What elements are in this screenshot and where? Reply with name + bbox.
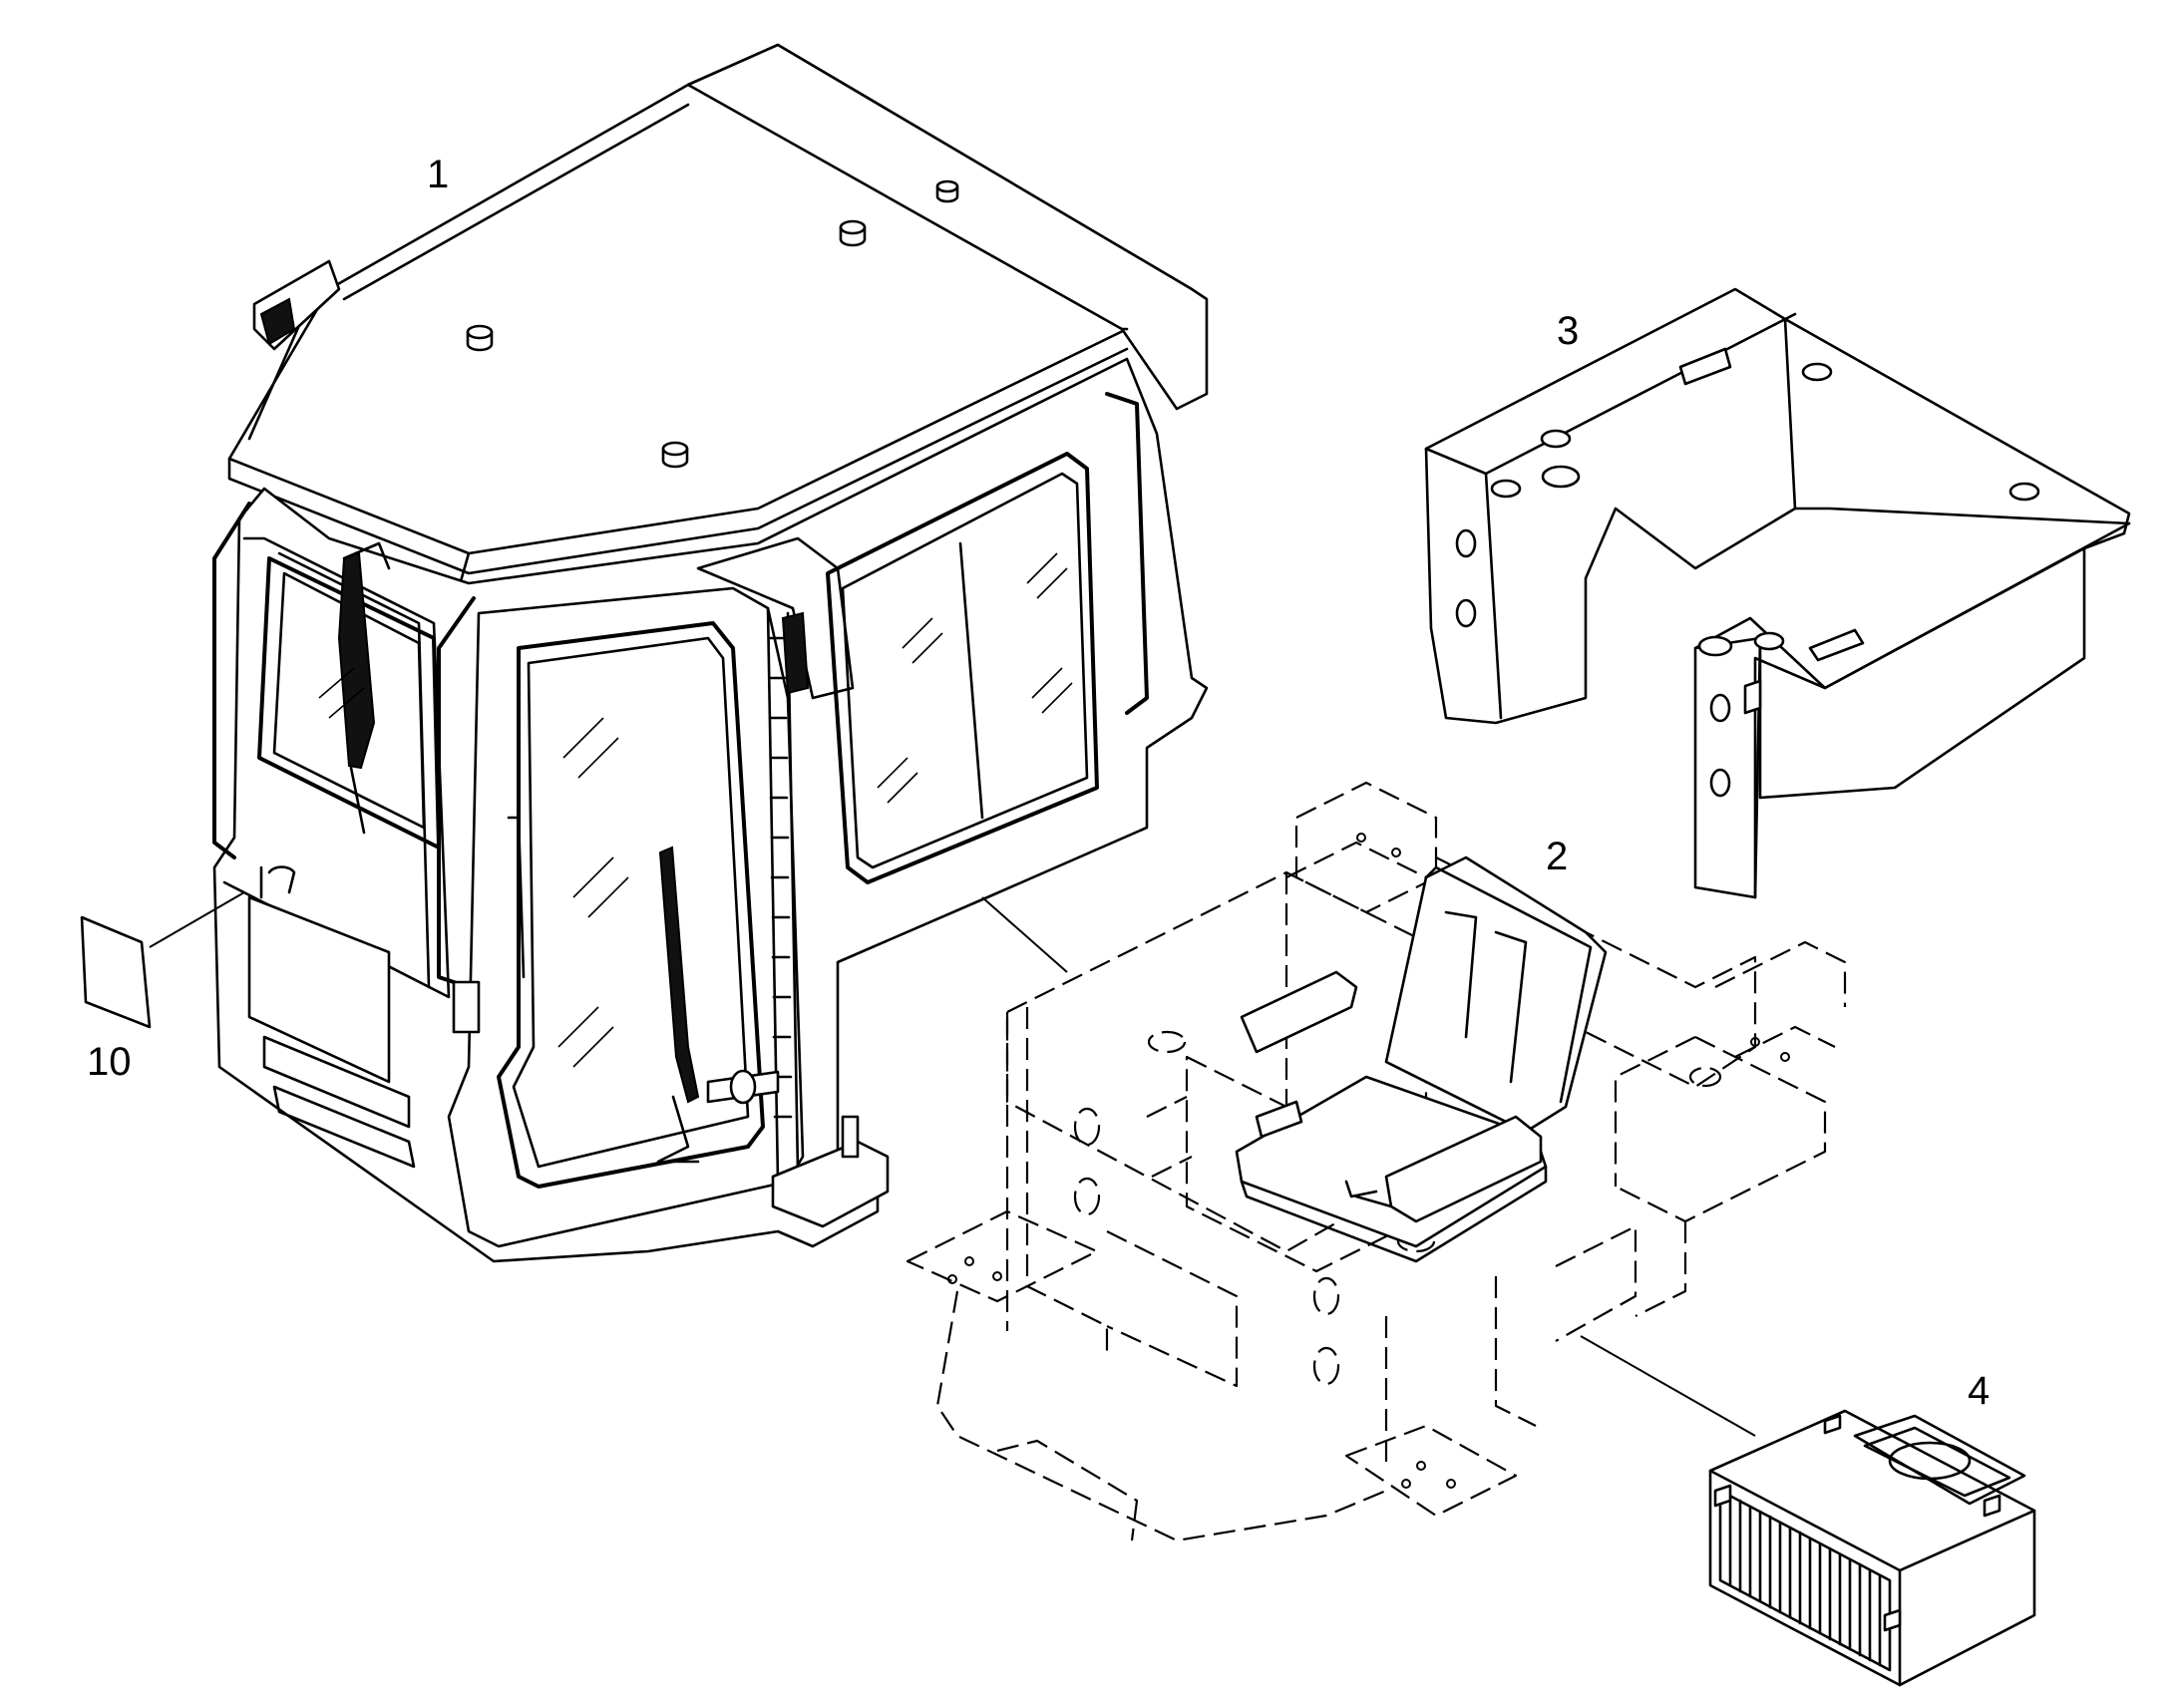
callout-4: 4 bbox=[1968, 1369, 1990, 1413]
callout-1: 1 bbox=[427, 153, 449, 196]
part-decal-plate[interactable] bbox=[80, 915, 152, 1029]
part-cab[interactable] bbox=[212, 43, 1209, 1263]
part-filter-box[interactable] bbox=[1708, 1409, 2036, 1687]
leader-lines bbox=[149, 891, 1756, 1437]
callout-2: 2 bbox=[1546, 835, 1568, 878]
callout-10: 10 bbox=[87, 1040, 132, 1084]
callout-3: 3 bbox=[1557, 309, 1579, 353]
part-seat-platform[interactable] bbox=[906, 781, 1847, 1542]
part-console-panel[interactable] bbox=[1424, 287, 2131, 899]
